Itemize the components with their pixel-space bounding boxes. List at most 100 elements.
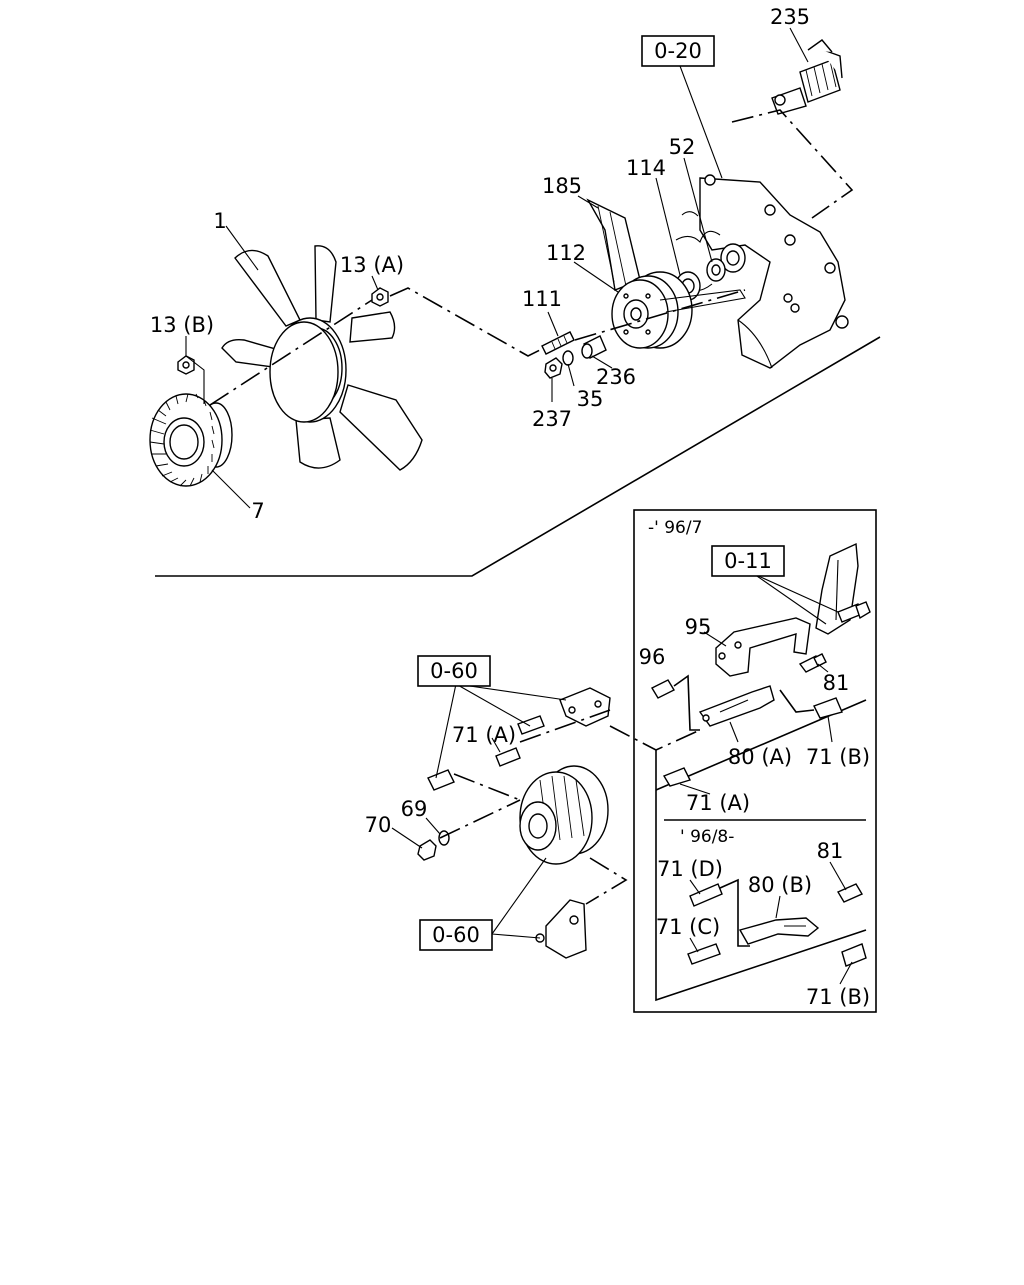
ref-box-0-11[interactable]: 0-11: [711, 545, 785, 577]
washer-52-part: [706, 258, 726, 282]
leader-71b1: [827, 715, 833, 743]
ref-box-0-60-lower[interactable]: 0-60: [419, 919, 493, 951]
pulley-112-part: [586, 198, 746, 349]
bracket-95-part: [715, 617, 811, 677]
fan-to-pulley-dash: [389, 287, 541, 357]
label-111: 111: [522, 287, 562, 311]
bracket-0-11-part: [815, 542, 859, 635]
ref-0-60-upper-text: 0-60: [430, 659, 478, 683]
leader-71b2: [839, 961, 853, 985]
label-71a-left: 71 (A): [452, 723, 516, 747]
bolt-71a1-part: [495, 715, 545, 767]
leader-81b: [829, 861, 847, 891]
leader-81a: [817, 663, 829, 673]
fan-mount-dash: [209, 299, 373, 406]
leader-185: [577, 195, 599, 209]
bolt-71d-part: [689, 883, 723, 907]
leader-71d: [689, 879, 701, 895]
fan-1-part: [221, 245, 423, 471]
spacer-236-part: [581, 335, 607, 359]
label-71b-lower: 71 (B): [806, 985, 870, 1009]
leader-95: [703, 631, 727, 647]
label-81-upper: 81: [823, 671, 850, 695]
leader-0-11: [753, 573, 839, 625]
bolt-81-leader: [779, 689, 815, 713]
bolt-0-11-part: [837, 601, 871, 623]
timing-cover-part: [675, 174, 849, 369]
bolt-71b2-part: [841, 943, 867, 967]
label-1: 1: [213, 209, 226, 233]
leader-7: [211, 469, 251, 509]
alt-mount-dash-4: [585, 857, 628, 905]
label-35: 35: [577, 387, 604, 411]
label-80b: 80 (B): [748, 873, 812, 897]
variant-late-label: ' 96/8-: [680, 827, 734, 847]
leader-235: [789, 27, 809, 63]
bolt-96-part: [651, 679, 675, 699]
label-71a-right: 71 (A): [686, 791, 750, 815]
leader-0-60b: [491, 857, 547, 939]
shaft-axis-dash: [574, 289, 746, 341]
label-71d: 71 (D): [657, 857, 723, 881]
leader-1: [225, 225, 259, 271]
washer-35-part: [562, 350, 574, 366]
leader-114: [655, 177, 681, 276]
label-235: 235: [770, 5, 810, 29]
ref-0-11-text: 0-11: [724, 549, 772, 573]
bolt-81a-part: [798, 653, 827, 673]
variant-early-label: -' 96/7: [648, 518, 702, 538]
ref-0-20-text: 0-20: [654, 39, 702, 63]
label-71c: 71 (C): [656, 915, 720, 939]
fan-clutch-7-part: [149, 393, 233, 487]
leader-35: [567, 363, 575, 387]
alt-mount-dash-1: [439, 799, 521, 839]
plate-80a-part: [698, 685, 775, 727]
stud-111-part: [541, 331, 575, 355]
nut-13a-part: [371, 287, 389, 307]
ref-box-0-60-upper[interactable]: 0-60: [417, 655, 491, 687]
label-96: 96: [639, 645, 666, 669]
alt-mount-dash-3: [519, 709, 611, 743]
variant-leader-line: [655, 750, 867, 1002]
leader-71a2: [679, 783, 711, 795]
ref-0-60-lower-text: 0-60: [432, 923, 480, 947]
leader-13b: [185, 336, 205, 404]
label-52: 52: [669, 135, 696, 159]
leader-70: [391, 827, 423, 849]
label-112: 112: [546, 241, 586, 265]
bolt-0-60-part: [427, 769, 455, 791]
leader-111: [547, 311, 559, 337]
bolt-71b1-part: [813, 697, 843, 719]
bolt-71c-part: [687, 943, 721, 965]
variant-frame: [633, 509, 877, 1013]
bolt-71a2-part: [662, 767, 691, 787]
label-81-lower: 81: [817, 839, 844, 863]
alternator-part: [519, 765, 609, 865]
label-185: 185: [542, 174, 582, 198]
nut-70-part: [417, 839, 437, 861]
alternator-bracket-upper-part: [559, 687, 611, 727]
label-13a: 13 (A): [340, 253, 404, 277]
label-95: 95: [685, 615, 712, 639]
leader-235-dash: [731, 109, 854, 219]
leader-69: [425, 817, 441, 835]
leader-80b: [775, 895, 781, 919]
label-13b: 13 (B): [150, 313, 214, 337]
leader-71c: [689, 937, 699, 953]
label-69: 69: [401, 797, 428, 821]
plate-80b-part: [738, 917, 820, 945]
leader-80a: [729, 721, 739, 743]
adj-plate-dash: [609, 725, 701, 751]
label-236: 236: [596, 365, 636, 389]
section-divider-line: [155, 336, 881, 577]
bolt-96-leader: [673, 674, 700, 731]
shaft-235-part: [771, 39, 843, 115]
late-bolt-leader: [719, 878, 750, 947]
ref-box-0-20[interactable]: 0-20: [641, 35, 715, 67]
alt-mount-dash-2: [453, 773, 521, 801]
label-71b-upper: 71 (B): [806, 745, 870, 769]
alternator-bracket-lower-part: [535, 899, 587, 959]
leader-236: [591, 355, 613, 369]
